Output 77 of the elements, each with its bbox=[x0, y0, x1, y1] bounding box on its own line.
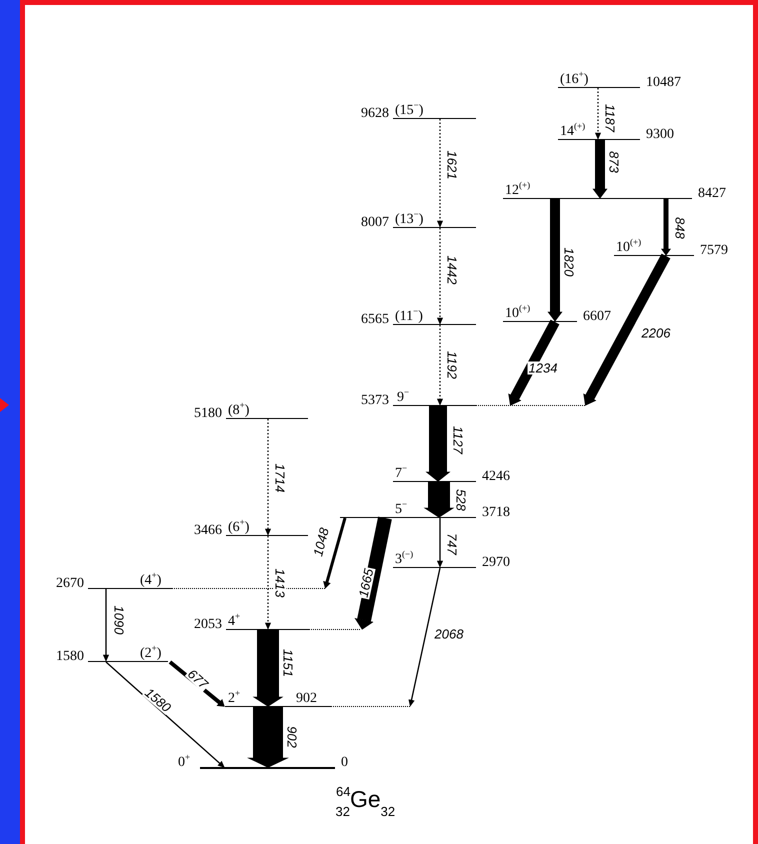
spin-label: 10$^{(+)}$ bbox=[505, 307, 530, 321]
transition-arrow bbox=[661, 199, 671, 256]
edge-label: 1127 bbox=[452, 425, 464, 455]
spin-label: (15$^{−}$) bbox=[395, 104, 424, 118]
spin-label: 4$^{+}$ bbox=[228, 615, 240, 629]
edge-label: 1187 bbox=[604, 103, 616, 133]
energy-label: 8427 bbox=[698, 187, 726, 201]
edge-label: 1820 bbox=[562, 246, 576, 278]
energy-label: 0 bbox=[341, 756, 348, 770]
energy-label: 4246 bbox=[482, 470, 510, 484]
transition-arrow bbox=[424, 482, 454, 518]
transition-arrow bbox=[102, 589, 110, 662]
spin-label: 0$^{+}$ bbox=[178, 756, 190, 770]
transition-arrow bbox=[247, 707, 289, 768]
transition-arrow bbox=[592, 140, 608, 199]
transition-arrow bbox=[436, 228, 444, 325]
edge-label: 1621 bbox=[446, 150, 458, 180]
energy-label: 2053 bbox=[194, 618, 222, 632]
spin-label: (4$^{+}$) bbox=[140, 574, 162, 588]
edge-label: 747 bbox=[446, 532, 458, 556]
spin-label: 3$^{(−)}$ bbox=[395, 553, 414, 567]
energy-label: 10487 bbox=[646, 76, 681, 90]
edge-label: 1413 bbox=[274, 568, 286, 598]
edge-label: 1192 bbox=[446, 350, 458, 380]
energy-label: 3718 bbox=[482, 506, 510, 520]
edge-label: 848 bbox=[674, 216, 686, 240]
energy-label: 2670 bbox=[56, 577, 84, 591]
transition-arrow bbox=[408, 568, 441, 707]
energy-label: 9300 bbox=[646, 128, 674, 142]
transition-arrow bbox=[264, 536, 272, 630]
energy-label: 5180 bbox=[194, 407, 222, 421]
spin-label: (13$^{−}$) bbox=[395, 213, 424, 227]
transition-arrow bbox=[583, 254, 670, 406]
energy-label: 3466 bbox=[194, 524, 222, 538]
transition-arrow bbox=[548, 199, 562, 322]
energy-label: 8007 bbox=[361, 216, 389, 230]
edge-label: 1151 bbox=[282, 648, 294, 678]
energy-label: 6565 bbox=[361, 313, 389, 327]
spin-label: 5$^{−}$ bbox=[395, 503, 408, 517]
energy-label: 5373 bbox=[361, 394, 389, 408]
spin-label: 12$^{(+)}$ bbox=[505, 184, 530, 198]
spin-label: 14$^{(+)}$ bbox=[560, 125, 586, 139]
edge-label: 2206 bbox=[640, 326, 672, 340]
edge-label: 1234 bbox=[528, 362, 558, 374]
spin-label: (6$^{+}$) bbox=[228, 521, 250, 535]
transition-arrow bbox=[264, 419, 272, 536]
edge-label: 902 bbox=[286, 725, 298, 749]
transition-arrow bbox=[106, 662, 225, 768]
spin-label: 2$^{+}$ bbox=[228, 692, 240, 706]
spin-label: (11$^{−}$) bbox=[395, 310, 423, 324]
energy-label: 9628 bbox=[361, 107, 389, 121]
energy-label: 7579 bbox=[700, 244, 728, 258]
edge-label: 1714 bbox=[274, 462, 286, 494]
edge-label: 528 bbox=[454, 488, 468, 512]
spin-label: (16$^{+}$) bbox=[560, 73, 588, 87]
spin-label: (8$^{+}$) bbox=[228, 404, 250, 418]
transition-arrow bbox=[508, 320, 560, 406]
transition-arrow bbox=[594, 88, 602, 140]
energy-label: 902 bbox=[296, 692, 317, 706]
transition-arrow bbox=[323, 518, 346, 589]
transition-arrow bbox=[252, 630, 284, 707]
edge-label: 1090 bbox=[112, 604, 126, 636]
edge-label: 1442 bbox=[446, 254, 458, 286]
transition-arrow bbox=[436, 119, 444, 228]
spin-label: 10$^{(+)}$ bbox=[616, 241, 642, 255]
transition-arrow bbox=[354, 516, 392, 630]
spin-label: 7$^{−}$ bbox=[395, 467, 408, 481]
transition-arrow bbox=[436, 518, 444, 568]
energy-label: 6607 bbox=[583, 310, 611, 324]
spin-label: 9$^{−}$ bbox=[397, 391, 410, 405]
spin-label: (2$^{+}$) bbox=[140, 647, 162, 661]
energy-label: 1580 bbox=[56, 650, 84, 664]
transition-arrow bbox=[425, 406, 451, 482]
transition-arrow bbox=[436, 325, 444, 406]
edge-label: 873 bbox=[608, 150, 620, 174]
energy-label: 2970 bbox=[482, 556, 510, 570]
edge-label: 2068 bbox=[434, 628, 464, 640]
